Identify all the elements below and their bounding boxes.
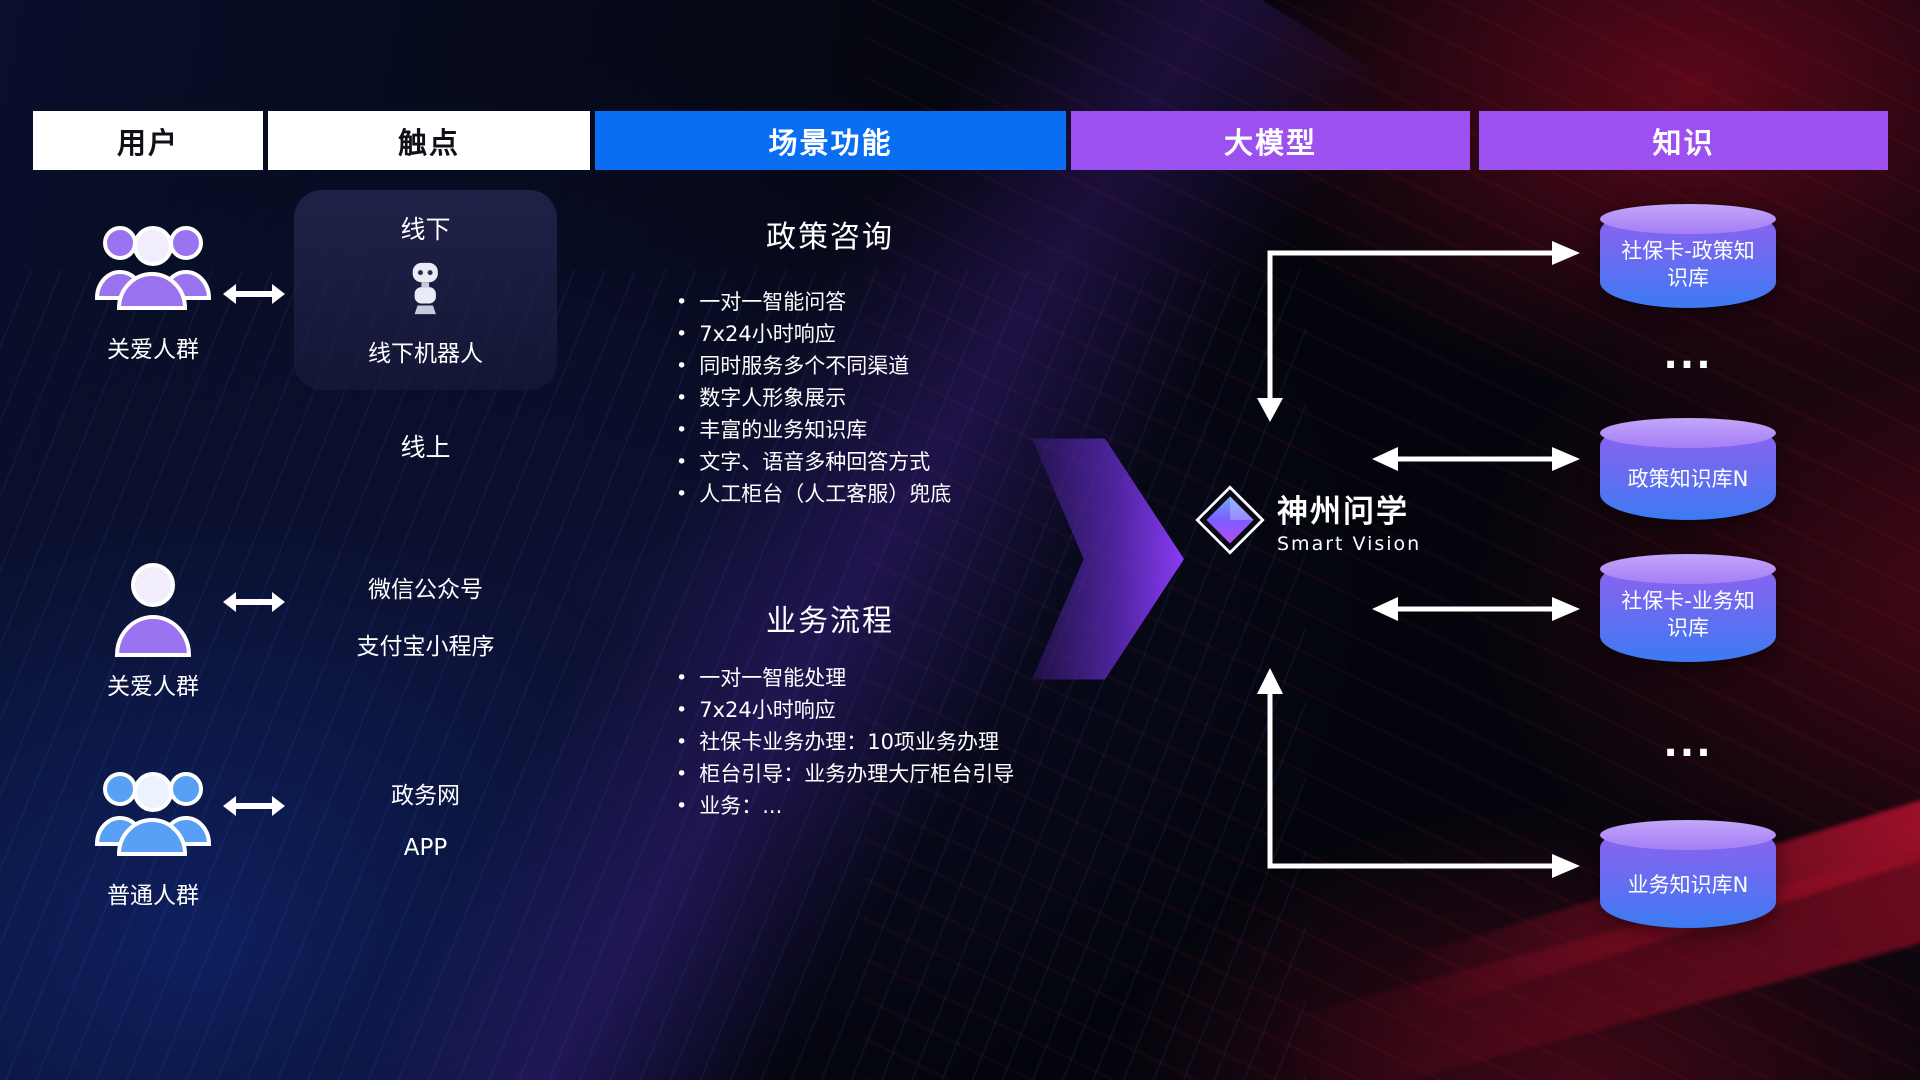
header-label: 用户 [116, 125, 179, 160]
database-icon: 业务知识库N [1600, 820, 1776, 928]
header-cell-scene-functions: 场景功能 [595, 111, 1066, 170]
header-cell-knowledge: 知识 [1479, 111, 1888, 170]
red-swoosh-decoration [1250, 841, 1920, 1080]
header-label: 知识 [1652, 125, 1715, 160]
feature-item: 文字、语音多种回答方式 [676, 452, 1106, 473]
model-name: 神州问学 [1277, 493, 1409, 530]
header-label: 场景功能 [768, 125, 893, 160]
robot-icon [412, 262, 439, 315]
feature-item: 社保卡业务办理：10项业务办理 [676, 732, 1106, 753]
diamond-logo-icon [1195, 485, 1265, 555]
user-group-care-2: 关爱人群 [68, 555, 238, 701]
channel-wechat: 微信公众号 [368, 577, 483, 603]
user-group-general: 普通人群 [68, 756, 238, 910]
feature-item: 同时服务多个不同渠道 [676, 356, 1106, 377]
business-feature-list: 一对一智能处理 7x24小时响应 社保卡业务办理：10项业务办理 柜台引导：业务… [676, 668, 1106, 828]
feature-item: 数字人形象展示 [676, 388, 1106, 409]
ellipsis-text: ... [1663, 333, 1713, 377]
user-group-care-1: 关爱人群 [68, 210, 238, 364]
user-group-label: 关爱人群 [107, 674, 199, 700]
user-group-label: 关爱人群 [107, 337, 199, 363]
feature-item: 业务：... [676, 796, 1106, 817]
policy-feature-list: 一对一智能问答 7x24小时响应 同时服务多个不同渠道 数字人形象展示 丰富的业… [676, 292, 1106, 516]
bidirectional-arrow-icon [223, 592, 285, 612]
offline-touchpoint-panel: 线下 线下机器人 [294, 190, 557, 390]
bidirectional-arrow-icon [223, 284, 285, 304]
database-icon: 社保卡-政策知识库 [1600, 204, 1776, 308]
header-label: 大模型 [1223, 125, 1317, 160]
database-label: 政策知识库N [1627, 467, 1749, 491]
feature-item: 7x24小时响应 [676, 324, 1106, 345]
feature-item: 人工柜台（人工客服）兜底 [676, 484, 1106, 505]
online-title: 线上 [400, 433, 451, 462]
channel-gov-web: 政务网 [391, 783, 460, 809]
database-label: 社保卡-政策知识库 [1621, 239, 1755, 290]
group-users-blue-icon [94, 772, 212, 856]
feature-item: 7x24小时响应 [676, 700, 1106, 721]
bidirectional-arrow-icon [223, 796, 285, 816]
header-label: 触点 [397, 125, 460, 160]
flow-arrow-icon [1032, 438, 1184, 680]
database-cap [1600, 204, 1776, 234]
database-cap [1600, 554, 1776, 584]
section-title-business: 业务流程 [766, 604, 894, 639]
database-label: 业务知识库N [1627, 873, 1749, 897]
database-label: 社保卡-业务知识库 [1621, 589, 1755, 640]
feature-item: 丰富的业务知识库 [676, 420, 1106, 441]
channel-app: APP [403, 835, 448, 861]
user-group-label: 普通人群 [107, 883, 199, 909]
header-cell-users: 用户 [33, 111, 263, 170]
database-icon: 社保卡-业务知识库 [1600, 554, 1776, 662]
ellipsis-text: ... [1663, 721, 1713, 765]
feature-item: 一对一智能问答 [676, 292, 1106, 313]
person-purple-icon [114, 563, 192, 657]
feature-item: 一对一智能处理 [676, 668, 1106, 689]
offline-title: 线下 [400, 215, 451, 244]
offline-robot-label: 线下机器人 [368, 341, 483, 367]
database-cap [1600, 418, 1776, 448]
model-logo: 神州问学 Smart Vision [1193, 483, 1421, 557]
header-cell-touchpoints: 触点 [268, 111, 590, 170]
section-title-policy: 政策咨询 [766, 220, 894, 255]
database-icon: 政策知识库N [1600, 418, 1776, 520]
model-logo-text: 神州问学 Smart Vision [1277, 486, 1421, 555]
group-users-purple-icon [94, 226, 212, 310]
model-subtitle: Smart Vision [1277, 532, 1422, 555]
database-cap [1600, 820, 1776, 850]
channel-alipay: 支付宝小程序 [356, 634, 495, 660]
feature-item: 柜台引导：业务办理大厅柜台引导 [676, 764, 1106, 785]
header-cell-large-model: 大模型 [1071, 111, 1470, 170]
